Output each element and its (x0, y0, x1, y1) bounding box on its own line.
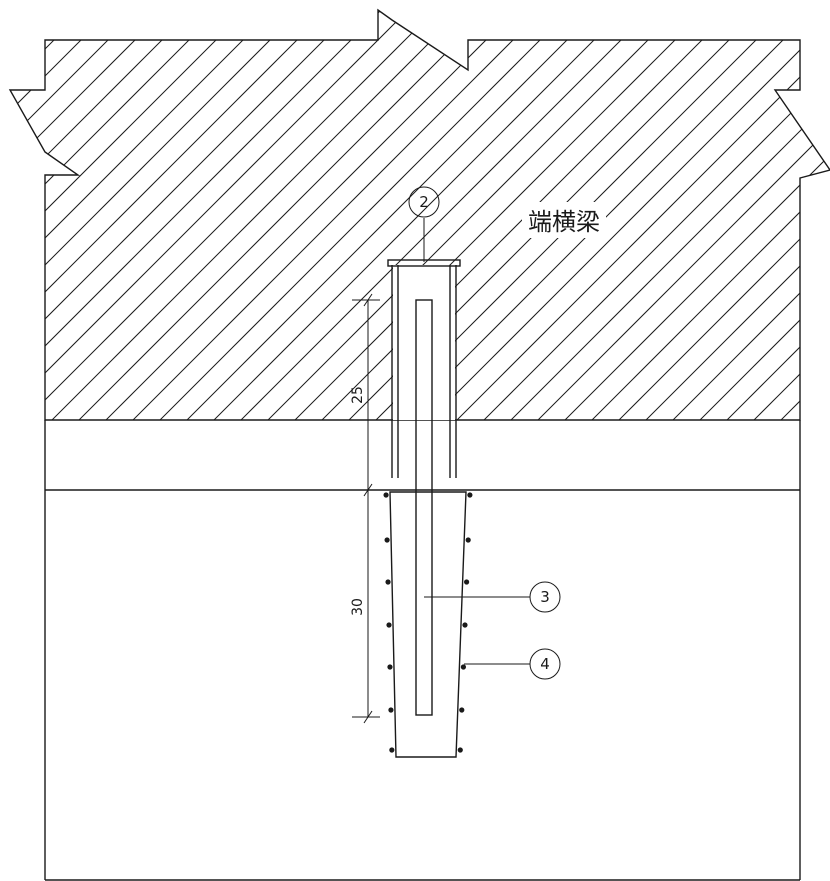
beam-label: 端横梁 (528, 208, 600, 236)
callout-2: 2 (408, 186, 440, 262)
dimension-lower: 30 (350, 489, 388, 724)
hatch-line (436, 10, 830, 420)
hatch-line (490, 10, 830, 420)
rebar-dot (384, 537, 390, 543)
hatch-line (706, 10, 830, 420)
hatch-line (787, 10, 830, 420)
hatch-line (652, 10, 830, 420)
hatch-line (31, 10, 473, 420)
hatch-line (166, 10, 608, 420)
hatch-line (112, 10, 554, 420)
beam-label-backdrop (522, 202, 606, 238)
hatch-line (409, 10, 830, 420)
hatch-line (10, 10, 68, 420)
hatch-line (10, 10, 419, 420)
callout-4: 4 (464, 648, 561, 680)
embedded-section-void (393, 265, 455, 420)
dim-lower-value: 30 (350, 598, 366, 616)
hatch-line (10, 10, 338, 420)
rebar-dot (389, 747, 395, 753)
callout-2-circle (408, 186, 440, 218)
dim-lower-tick-bottom (363, 710, 373, 724)
callout-4-circle (529, 648, 561, 680)
hatch-line (598, 10, 830, 420)
hatch-line (247, 10, 689, 420)
beam-outline (8, 8, 830, 421)
hatch-line (463, 10, 830, 420)
rebar-dot (457, 747, 463, 753)
rebar-dot (385, 579, 391, 585)
hatch-line (85, 10, 527, 420)
hatch-line (760, 10, 830, 420)
callout-4-number: 4 (540, 655, 550, 673)
hatch-line (10, 10, 230, 420)
hatch-line (193, 10, 635, 420)
rebar-dot (383, 492, 389, 498)
hatch-line (10, 10, 41, 420)
hatch-line (733, 10, 830, 420)
rebar-dot (467, 492, 473, 498)
hatch-line (139, 10, 581, 420)
dim-upper-value: 25 (350, 386, 366, 404)
hatch-line (220, 10, 662, 420)
rebar-dot (459, 707, 465, 713)
rebar-dot (464, 579, 470, 585)
callout-3-circle (529, 581, 561, 613)
hatch-line (679, 10, 830, 420)
hatch-line (625, 10, 830, 420)
hatch-line (10, 10, 203, 420)
lower-structure (44, 420, 801, 881)
hatch-line (58, 10, 500, 420)
hatch-line (10, 10, 365, 420)
embedded-steel-section (387, 259, 461, 716)
rebar-dot (465, 537, 471, 543)
dimension-upper: 25 (350, 293, 380, 497)
rebar-dot (387, 664, 393, 670)
beam-hatching (10, 10, 830, 420)
dim-upper-tick-top (363, 293, 373, 307)
rebar-dot (462, 622, 468, 628)
hatch-line (10, 10, 446, 420)
hatch-line (10, 10, 311, 420)
callout-3: 3 (424, 581, 561, 613)
end-cross-beam (8, 8, 830, 421)
callout-3-number: 3 (540, 588, 550, 606)
hatch-line (544, 10, 830, 420)
hatch-line (10, 10, 149, 420)
callout-2-number: 2 (419, 193, 429, 211)
hatch-line (10, 10, 122, 420)
hatch-line (274, 10, 716, 420)
rebar-dot (388, 707, 394, 713)
anchor-bar (415, 299, 433, 716)
rebar-dot (460, 664, 466, 670)
hatch-line (10, 10, 284, 420)
hatch-line (571, 10, 830, 420)
hatch-line (10, 10, 95, 420)
socket-reinforcement (383, 492, 473, 753)
hatch-line (814, 10, 830, 420)
hatch-line (517, 10, 830, 420)
hatch-line (10, 10, 176, 420)
grout-socket (389, 491, 467, 758)
rebar-dot (386, 622, 392, 628)
